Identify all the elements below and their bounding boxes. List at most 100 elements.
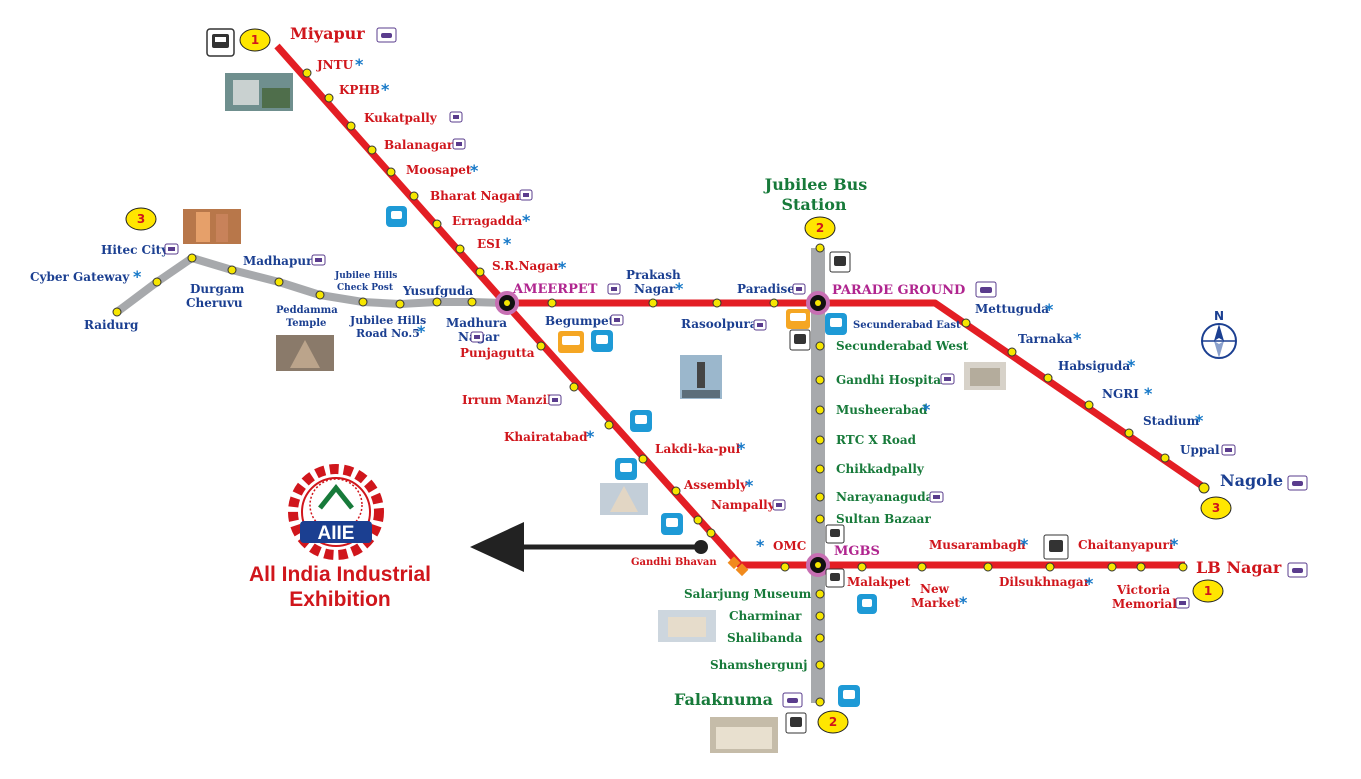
- line-2-badge-south: 2: [817, 710, 849, 734]
- svg-text:2: 2: [829, 715, 837, 729]
- station-jh-road-l2[interactable]: Road No.5: [356, 327, 420, 340]
- station-prakash-l2[interactable]: Nagar: [634, 282, 676, 296]
- station-new-market-l1[interactable]: New: [920, 582, 950, 596]
- svg-text:*: *: [1195, 411, 1204, 430]
- bus-icons: [206, 28, 1069, 734]
- svg-text:*: *: [586, 427, 595, 446]
- station-punjagutta[interactable]: Punjagutta: [460, 346, 535, 360]
- exhibition-arrow: [470, 522, 708, 572]
- station-sec-east[interactable]: Secunderabad East: [853, 320, 961, 331]
- station-sec-west[interactable]: Secunderabad West: [836, 339, 969, 353]
- station-jbs-l1[interactable]: Jubilee Bus: [763, 175, 868, 194]
- station-jh-check-l1[interactable]: Jubilee Hills: [334, 271, 397, 281]
- station-ngri[interactable]: NGRI: [1102, 387, 1139, 401]
- station-nampally[interactable]: Nampally: [711, 498, 776, 512]
- station-salarjung[interactable]: Salarjung Museum: [684, 587, 812, 601]
- station-moosapet[interactable]: Moosapet: [406, 163, 472, 177]
- svg-text:1: 1: [251, 33, 259, 47]
- station-nagole[interactable]: Nagole: [1220, 471, 1283, 490]
- station-jbs-l2[interactable]: Station: [781, 195, 846, 214]
- station-sultan-bazaar[interactable]: Sultan Bazaar: [836, 512, 931, 526]
- station-habsiguda[interactable]: Habsiguda: [1058, 359, 1130, 373]
- station-gandhi-hospital[interactable]: Gandhi Hospital: [836, 373, 946, 387]
- station-khairatabad[interactable]: Khairatabad: [504, 430, 588, 444]
- station-rasoolpura[interactable]: Rasoolpura: [681, 317, 758, 331]
- station-esi[interactable]: ESI: [477, 237, 501, 251]
- exhibition-title-line1: All India Industrial: [249, 563, 431, 586]
- station-musheerabad[interactable]: Musheerabad: [836, 403, 928, 417]
- svg-text:*: *: [1127, 356, 1136, 375]
- svg-text:*: *: [745, 476, 754, 495]
- station-kphb[interactable]: KPHB: [339, 83, 380, 97]
- station-paradise[interactable]: Paradise: [737, 282, 795, 296]
- svg-text:N: N: [1214, 309, 1224, 323]
- station-tarnaka[interactable]: Tarnaka: [1018, 332, 1073, 346]
- svg-text:2: 2: [816, 221, 824, 235]
- station-hitec-city[interactable]: Hitec City: [101, 243, 169, 257]
- station-musarambagh[interactable]: Musarambagh: [929, 538, 1026, 552]
- station-shamshergunj[interactable]: Shamshergunj: [710, 658, 807, 672]
- station-charminar[interactable]: Charminar: [729, 609, 802, 623]
- station-durgam-l2[interactable]: Cheruvu: [186, 296, 243, 310]
- svg-text:*: *: [558, 258, 567, 277]
- station-erragadda[interactable]: Erragadda: [452, 214, 523, 228]
- station-shalibanda[interactable]: Shalibanda: [727, 631, 803, 645]
- station-mettuguda[interactable]: Mettuguda: [975, 302, 1049, 316]
- station-falaknuma[interactable]: Falaknuma: [674, 690, 773, 709]
- station-narayanaguda[interactable]: Narayanaguda: [836, 490, 934, 504]
- station-new-market-l2[interactable]: Market: [911, 596, 960, 610]
- line-1-badge-north: 1: [239, 28, 271, 52]
- station-omc[interactable]: OMC: [773, 539, 806, 553]
- aiie-logo: AIIE: [288, 464, 384, 560]
- station-begumpet[interactable]: Begumpet: [545, 314, 615, 328]
- station-gandhi-bhavan[interactable]: Gandhi Bhavan: [631, 557, 717, 568]
- station-jh-check-l2[interactable]: Check Post: [337, 283, 394, 293]
- station-sr-nagar[interactable]: S.R.Nagar: [492, 259, 560, 273]
- station-victoria-l1[interactable]: Victoria: [1116, 583, 1170, 597]
- station-raidurg[interactable]: Raidurg: [84, 318, 139, 332]
- svg-text:*: *: [1085, 574, 1094, 593]
- station-peddamma-l2[interactable]: Temple: [286, 318, 326, 329]
- svg-text:*: *: [1045, 300, 1054, 319]
- station-kukatpally[interactable]: Kukatpally: [364, 111, 438, 125]
- station-stadium[interactable]: Stadium: [1143, 414, 1200, 428]
- station-madhura-l1[interactable]: Madhura: [446, 316, 507, 330]
- compass-icon: N: [1201, 309, 1237, 359]
- station-dilsukhnagar[interactable]: Dilsukhnagar: [999, 575, 1091, 589]
- station-jntu[interactable]: JNTU: [316, 58, 354, 72]
- station-assembly[interactable]: Assembly: [683, 478, 748, 492]
- line-3-east-track: [505, 299, 1207, 491]
- svg-text:*: *: [503, 234, 512, 253]
- station-balanagar[interactable]: Balanagar: [384, 138, 454, 152]
- svg-text:*: *: [737, 439, 746, 458]
- station-malakpet[interactable]: Malakpet: [847, 575, 911, 589]
- station-bharat-nagar[interactable]: Bharat Nagar: [430, 189, 522, 203]
- station-prakash-l1[interactable]: Prakash: [626, 268, 681, 282]
- station-cyber-gateway[interactable]: Cyber Gateway: [30, 270, 130, 284]
- svg-text:*: *: [1170, 535, 1179, 554]
- station-durgam-l1[interactable]: Durgam: [190, 282, 245, 296]
- station-irrum-manzil[interactable]: Irrum Manzil: [462, 393, 552, 407]
- station-lakdi-ka-pul[interactable]: Lakdi-ka-pul: [655, 442, 741, 456]
- car-icons: [164, 27, 1308, 708]
- svg-text:*: *: [133, 267, 142, 286]
- station-chikkadpally[interactable]: Chikkadpally: [836, 462, 925, 476]
- station-chaitanyapuri[interactable]: Chaitanyapuri: [1078, 538, 1174, 552]
- station-jh-road-l1[interactable]: Jubilee Hills: [349, 314, 426, 327]
- station-uppal[interactable]: Uppal: [1180, 443, 1220, 457]
- svg-text:1: 1: [1204, 584, 1212, 598]
- station-rtc-x-road[interactable]: RTC X Road: [836, 433, 917, 447]
- station-peddamma-l1[interactable]: Peddamma: [276, 305, 338, 316]
- line-1-track: [274, 43, 1185, 569]
- station-lb-nagar[interactable]: LB Nagar: [1196, 558, 1282, 577]
- station-mgbs[interactable]: MGBS: [834, 544, 880, 559]
- station-parade-ground[interactable]: PARADE GROUND: [832, 283, 965, 298]
- station-madhapur[interactable]: Madhapur: [243, 254, 313, 268]
- svg-text:*: *: [1020, 535, 1029, 554]
- svg-text:3: 3: [137, 212, 145, 226]
- station-yusufguda[interactable]: Yusufguda: [402, 284, 473, 298]
- station-ameerpet[interactable]: AMEERPET: [512, 282, 598, 297]
- station-victoria-l2[interactable]: Memorial: [1112, 597, 1177, 611]
- station-miyapur[interactable]: Miyapur: [290, 24, 365, 43]
- train-icons: [386, 206, 877, 707]
